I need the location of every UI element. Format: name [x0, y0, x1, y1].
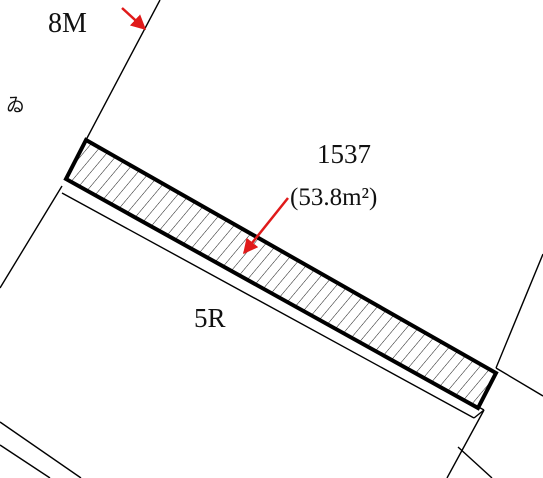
arrow-8m-icon	[121, 7, 147, 31]
road-name-label: 5R	[194, 303, 226, 333]
boundary-line	[85, 0, 161, 141]
boundary-line	[446, 409, 485, 478]
boundary-line	[0, 421, 82, 478]
block-code-label: 8M	[48, 8, 87, 39]
edge-fragment-label: ゐ	[6, 95, 25, 116]
boundary-line	[495, 253, 543, 369]
boundary-line	[0, 185, 63, 289]
road-end	[473, 409, 485, 419]
road-edge	[61, 192, 475, 419]
boundary-line	[457, 446, 493, 478]
parcel-number-label: 1537	[317, 139, 371, 169]
parcel-1537[interactable]	[63, 137, 499, 411]
boundary-line	[0, 444, 51, 478]
parcel-area-label: (53.8m²)	[290, 184, 377, 211]
boundary-line	[495, 367, 543, 397]
arrow-parcel-icon	[243, 197, 289, 255]
